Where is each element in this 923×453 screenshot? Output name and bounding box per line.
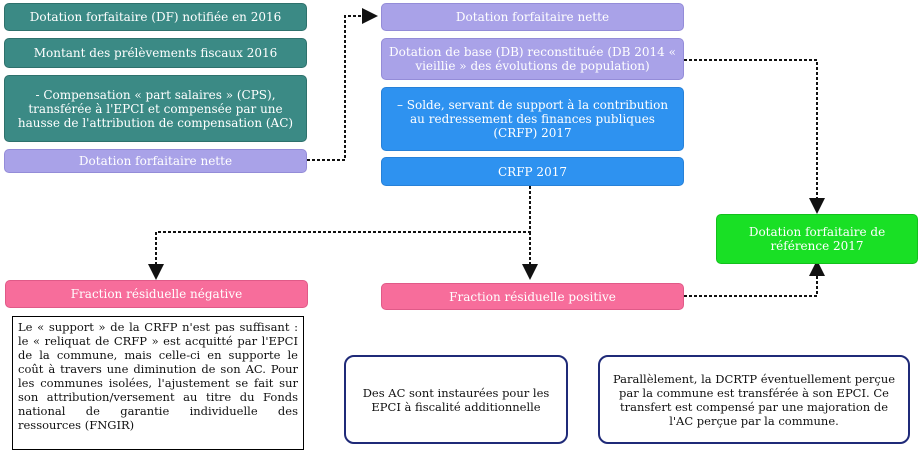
support-note: Le « support » de la CRFP n'est pas suff… bbox=[12, 316, 304, 450]
positive-fraction-box: Fraction résiduelle positive bbox=[381, 283, 684, 310]
prelevements-label: Montant des prélèvements fiscaux 2016 bbox=[33, 46, 278, 60]
left-net-dotation-box: Dotation forfaitaire nette bbox=[4, 149, 307, 173]
solde-label: – Solde, servant de support à la contrib… bbox=[396, 98, 669, 140]
negative-fraction-box: Fraction résiduelle négative bbox=[5, 280, 308, 308]
cps-box: - Compensation « part salaires » (CPS), … bbox=[4, 75, 307, 142]
positive-fraction-label: Fraction résiduelle positive bbox=[449, 289, 616, 304]
solde-box: – Solde, servant de support à la contrib… bbox=[381, 87, 684, 151]
cps-label: - Compensation « part salaires » (CPS), … bbox=[17, 87, 294, 130]
arrow-positive-to-reference bbox=[684, 260, 825, 297]
db-reconstituee-box: Dotation de base (DB) reconstituée (DB 2… bbox=[381, 38, 684, 80]
negative-fraction-label: Fraction résiduelle négative bbox=[70, 287, 243, 301]
reference-box: Dotation forfaitaire de référence 2017 bbox=[716, 214, 918, 264]
arrow-net-to-net bbox=[307, 8, 378, 161]
support-note-text: Le « support » de la CRFP n'est pas suff… bbox=[18, 320, 298, 432]
left-net-dotation-label: Dotation forfaitaire nette bbox=[78, 154, 233, 168]
crfp-box: CRFP 2017 bbox=[381, 157, 684, 186]
arrow-crfp-to-negative bbox=[148, 186, 531, 280]
df-notified-box: Dotation forfaitaire (DF) notifiée en 20… bbox=[4, 3, 307, 31]
dcrtp-note: Parallèlement, la DCRTP éventuellement p… bbox=[598, 355, 910, 444]
center-net-dotation-label: Dotation forfaitaire nette bbox=[455, 10, 610, 24]
crfp-label: CRFP 2017 bbox=[498, 164, 567, 179]
df-notified-label: Dotation forfaitaire (DF) notifiée en 20… bbox=[29, 10, 282, 24]
db-reconstituee-label: Dotation de base (DB) reconstituée (DB 2… bbox=[389, 45, 676, 73]
reference-label: Dotation forfaitaire de référence 2017 bbox=[748, 225, 886, 253]
dcrtp-note-text: Parallèlement, la DCRTP éventuellement p… bbox=[612, 371, 896, 428]
arrow-net-to-reference bbox=[684, 59, 825, 214]
ac-note-text: Des AC sont instaurées pour les EPCI à f… bbox=[362, 385, 550, 414]
ac-note: Des AC sont instaurées pour les EPCI à f… bbox=[344, 355, 568, 444]
center-net-dotation-box: Dotation forfaitaire nette bbox=[381, 3, 684, 31]
prelevements-box: Montant des prélèvements fiscaux 2016 bbox=[4, 38, 307, 68]
